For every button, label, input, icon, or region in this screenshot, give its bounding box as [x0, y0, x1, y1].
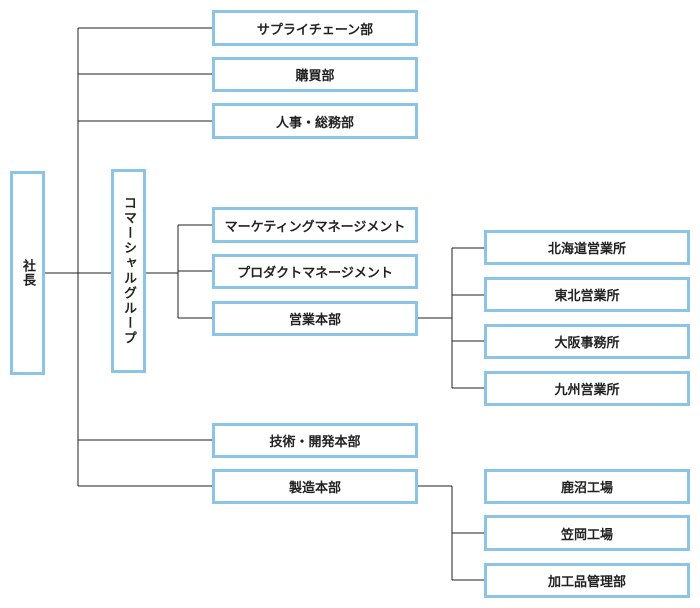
node-kasama-factory: 笠岡工場 — [484, 515, 690, 551]
node-tohoku-office: 東北営業所 — [484, 277, 690, 312]
node-tech-dev: 技術・開発本部 — [212, 423, 418, 458]
node-hr-general-affairs: 人事・総務部 — [212, 103, 418, 139]
node-processed-goods: 加工品管理部 — [484, 563, 690, 598]
node-hokkaido-office: 北海道営業所 — [484, 230, 690, 265]
node-purchasing: 購買部 — [212, 57, 418, 92]
node-kanuma-factory: 鹿沼工場 — [484, 469, 690, 504]
node-kyushu-office: 九州営業所 — [484, 371, 690, 406]
node-osaka-office: 大阪事務所 — [484, 324, 690, 359]
node-sales-hq: 営業本部 — [212, 301, 418, 336]
node-manufacturing: 製造本部 — [212, 469, 418, 504]
node-product: プロダクトマネージメント — [212, 254, 418, 289]
node-commercial-group: コマーシャルグループ — [111, 169, 146, 373]
node-marketing: マーケティングマネージメント — [212, 207, 418, 243]
node-supply-chain: サプライチェーン部 — [212, 10, 418, 46]
node-president: 社長 — [10, 171, 45, 375]
